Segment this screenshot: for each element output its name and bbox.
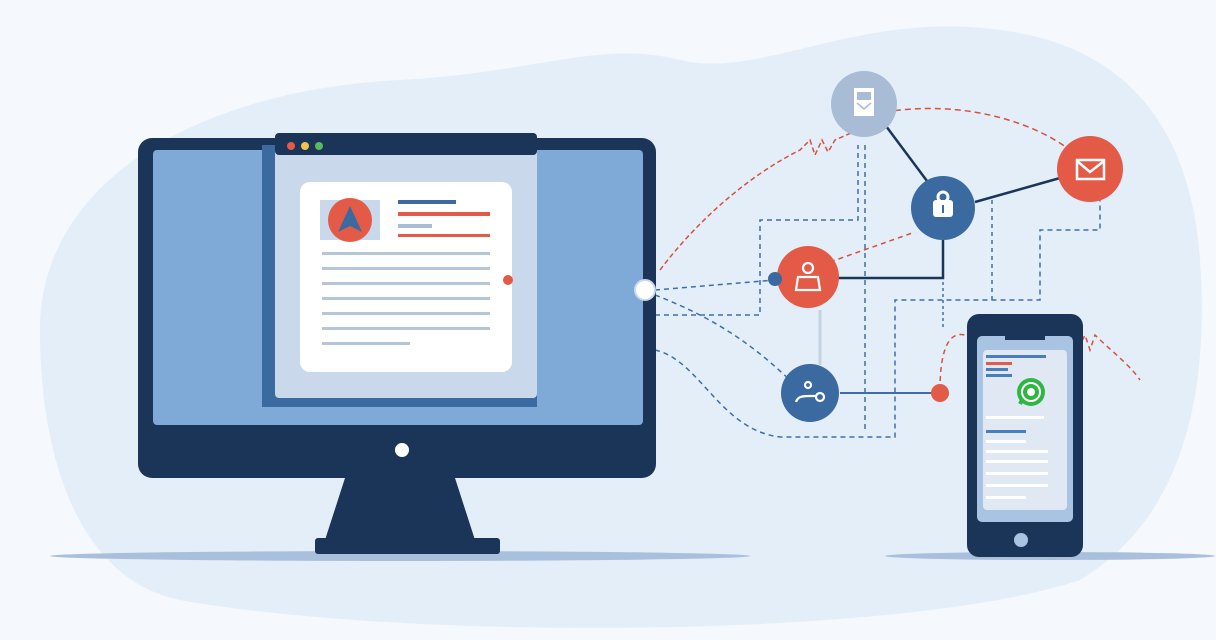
monitor-base xyxy=(315,538,500,554)
dashed-link xyxy=(654,279,776,291)
dashed-link xyxy=(655,145,859,316)
solid-link xyxy=(878,117,932,186)
text-line xyxy=(986,460,1048,463)
text-line xyxy=(986,430,1026,433)
node-user[interactable] xyxy=(768,246,839,308)
red-dashed-link xyxy=(659,129,859,271)
node-user-port xyxy=(768,272,782,286)
desktop-monitor xyxy=(138,133,656,554)
whatsapp-icon[interactable] xyxy=(1017,378,1045,406)
triangle-logo-glyph xyxy=(338,206,362,232)
text-line xyxy=(322,342,410,345)
text-line xyxy=(986,374,1012,377)
text-line xyxy=(986,355,1046,358)
solid-link xyxy=(974,176,1061,204)
envelope-icon xyxy=(1075,158,1106,181)
text-line xyxy=(986,450,1048,453)
monitor-power-light xyxy=(395,443,409,457)
text-line xyxy=(322,282,490,285)
red-endpoint xyxy=(503,275,513,285)
monitor-stand xyxy=(325,478,475,540)
red-dashed-link xyxy=(884,107,1071,151)
document-download-icon xyxy=(854,88,874,116)
phone-home-button[interactable] xyxy=(1014,533,1028,547)
text-line xyxy=(322,327,490,330)
node-lock[interactable] xyxy=(911,176,975,240)
solid-link xyxy=(838,240,945,280)
user-icon xyxy=(794,261,822,292)
browser-titlebar xyxy=(275,133,537,155)
node-document[interactable] xyxy=(831,71,897,137)
monitor-floor-shadow xyxy=(50,551,750,561)
text-line xyxy=(986,472,1048,475)
text-line xyxy=(322,267,490,270)
text-line xyxy=(398,212,490,216)
red-dashed-link xyxy=(829,231,916,263)
text-line xyxy=(398,224,432,228)
text-line xyxy=(986,440,1026,443)
lock-icon xyxy=(933,190,953,217)
connection-port xyxy=(634,279,656,301)
node-connection[interactable] xyxy=(781,364,949,422)
text-line xyxy=(986,368,1008,371)
phone-notch xyxy=(1005,325,1045,340)
text-line xyxy=(398,200,456,204)
red-endpoint xyxy=(931,384,949,402)
text-line xyxy=(986,496,1026,499)
text-line xyxy=(986,362,1012,365)
dashed-link xyxy=(654,294,801,391)
window-maximize-button[interactable] xyxy=(315,142,323,150)
text-line xyxy=(322,297,490,300)
text-line xyxy=(986,484,1048,487)
window-minimize-button[interactable] xyxy=(301,142,309,150)
smartphone xyxy=(967,314,1083,557)
connection-icon xyxy=(794,380,826,403)
node-mail[interactable] xyxy=(1057,136,1123,202)
text-line xyxy=(322,312,490,315)
text-line xyxy=(986,416,1044,419)
text-line xyxy=(322,252,490,255)
text-line xyxy=(398,234,490,237)
window-close-button[interactable] xyxy=(287,142,295,150)
